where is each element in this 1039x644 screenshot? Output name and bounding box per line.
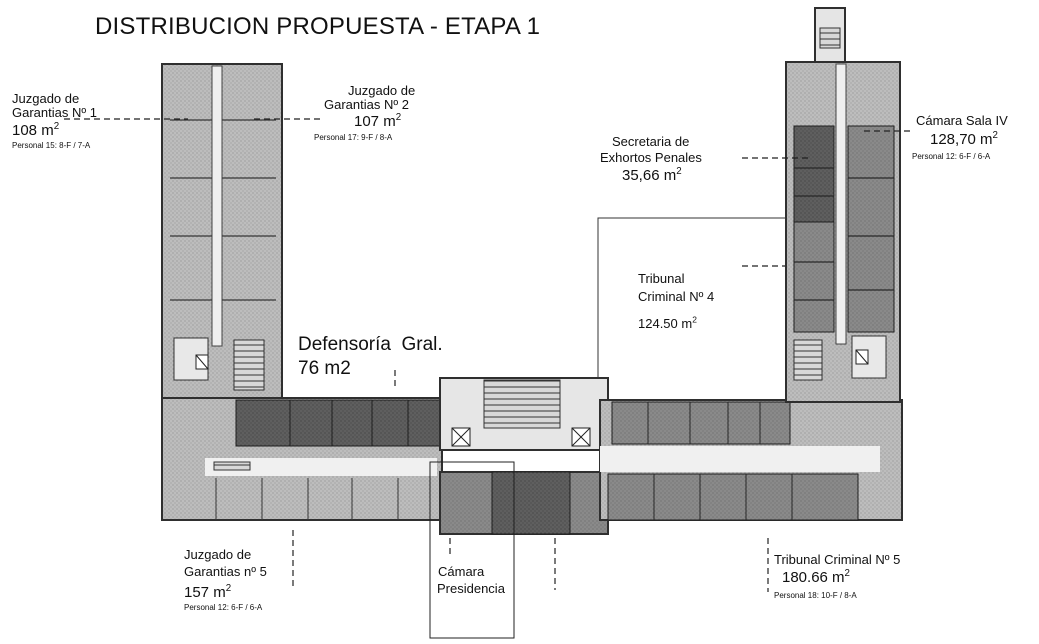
label-def-name: Defensoría Gral.	[298, 334, 443, 355]
label-cam4-staff: Personal 12: 6-F / 6-A	[912, 152, 991, 161]
left-cross-wing	[161, 397, 443, 521]
tc4-outline	[597, 217, 786, 378]
label-jg5-name: Juzgado de	[184, 547, 252, 562]
left-wing	[161, 63, 283, 400]
label-tc5-staff: Personal 18: 10-F / 8-A	[774, 591, 857, 600]
label-tc4-name: Tribunal	[638, 271, 685, 286]
right-cross-wing	[599, 399, 903, 521]
label-sec-area: 35,66 m2	[622, 166, 682, 184]
label-cam4-name: Cámara Sala IV	[916, 113, 1008, 128]
label-tc4-area: 124.50 m2	[638, 314, 697, 331]
label-cam4-area: 128,70 m2	[930, 130, 998, 148]
label-jg5-staff: Personal 12: 6-F / 6-A	[184, 603, 263, 612]
label-sec-name: Secretaria de	[612, 134, 690, 149]
label-tc4-name2: Criminal Nº 4	[638, 289, 715, 304]
label-jg2-name: Juzgado de	[348, 83, 416, 98]
label-jg1-name2: Garantias Nº 1	[12, 105, 97, 120]
label-jg2-name2: Garantias Nº 2	[324, 97, 409, 112]
right-wing	[785, 7, 901, 403]
page-title: DISTRIBUCION PROPUESTA - ETAPA 1	[95, 13, 541, 40]
campres-outline	[429, 461, 515, 639]
label-jg5-area: 157 m2	[184, 583, 232, 601]
label-sec-name2: Exhortos Penales	[600, 150, 702, 165]
label-tc5-name: Tribunal Criminal Nº 5	[774, 552, 901, 567]
label-campres-name: Cámara	[438, 564, 485, 579]
label-jg2-staff: Personal 17: 9-F / 8-A	[314, 133, 393, 142]
leader-lines	[64, 118, 912, 592]
label-def-area: 76 m2	[298, 358, 351, 379]
label-jg5-name2: Garantias nº 5	[184, 564, 267, 579]
label-campres-name2: Presidencia	[437, 581, 505, 596]
label-jg1-area: 108 m2	[12, 121, 60, 139]
label-jg1-staff: Personal 15: 8-F / 7-A	[12, 141, 91, 150]
label-jg1-name: Juzgado de	[12, 91, 80, 106]
label-tc5-area: 180.66 m2	[782, 568, 850, 586]
center-block	[439, 377, 609, 535]
label-jg2-area: 107 m2	[354, 112, 402, 130]
